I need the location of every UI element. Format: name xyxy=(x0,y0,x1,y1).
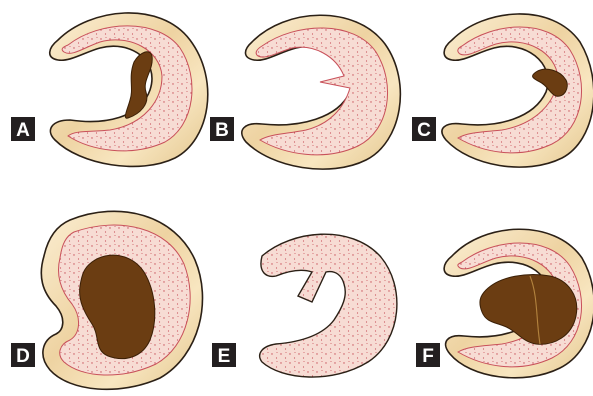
panel-label-b: B xyxy=(210,117,234,141)
panel-label-f: F xyxy=(416,343,440,367)
svg-text:C: C xyxy=(417,120,431,141)
medulla xyxy=(256,28,387,155)
panel-label-e: E xyxy=(212,343,236,367)
svg-text:A: A xyxy=(16,120,30,141)
panel-label-c: C xyxy=(412,117,436,141)
panel-label-a: A xyxy=(11,117,35,141)
panel-a: A xyxy=(11,13,208,167)
panel-label-d: D xyxy=(11,343,35,367)
bone-fragment xyxy=(480,275,577,345)
svg-text:B: B xyxy=(215,120,229,141)
panel-f: F xyxy=(416,229,593,378)
svg-text:F: F xyxy=(422,346,434,367)
panel-c: C xyxy=(412,14,593,167)
svg-text:D: D xyxy=(16,346,30,367)
panel-d: D xyxy=(11,211,202,389)
svg-text:E: E xyxy=(218,346,231,367)
panel-b: B xyxy=(210,15,400,169)
panel-e: E xyxy=(212,234,397,377)
medulla-exposed xyxy=(260,234,397,377)
